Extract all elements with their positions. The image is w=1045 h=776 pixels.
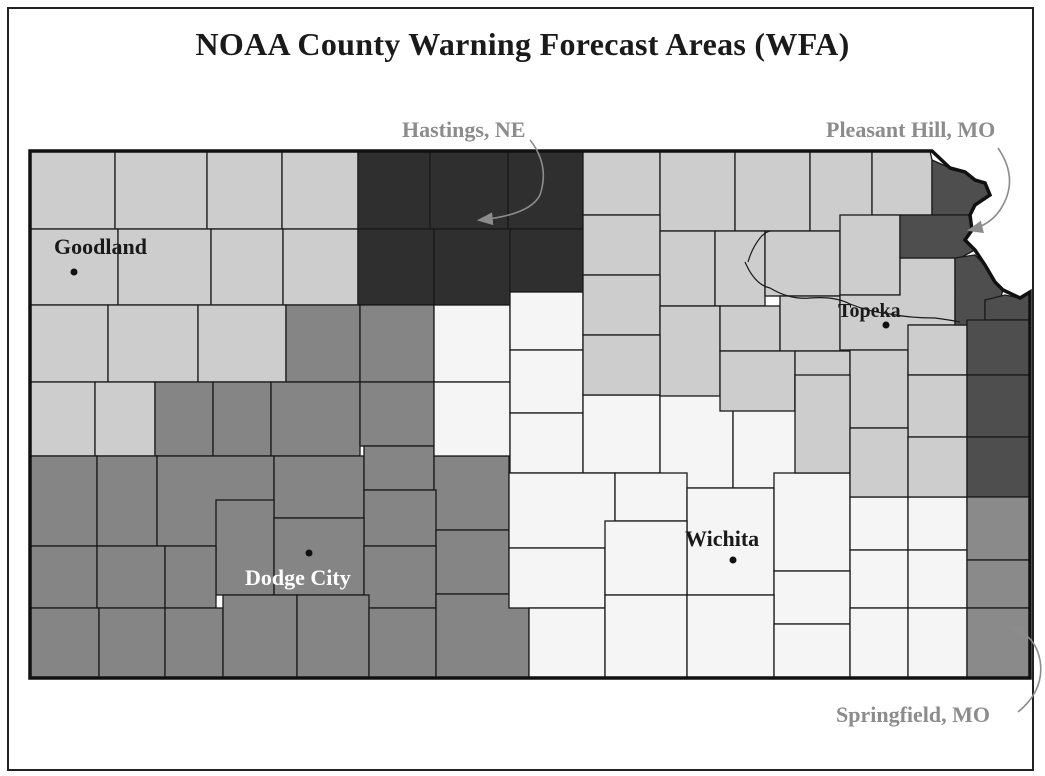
pleasant-hill-callout-arrow xyxy=(966,147,1011,234)
goodland-city-dot xyxy=(70,268,78,276)
topeka-city-dot xyxy=(882,321,890,329)
kansas-river xyxy=(744,230,961,323)
springfield-wfa-region xyxy=(966,496,1031,679)
topeka-wfa-region xyxy=(582,150,968,498)
hastings-label: Hastings, NE xyxy=(402,117,525,142)
topeka-label: Topeka xyxy=(838,300,901,322)
wichita-wfa-region xyxy=(433,291,968,679)
dodge-city-city-dot xyxy=(305,549,313,557)
wichita-label: Wichita xyxy=(685,526,759,551)
springfield-callout-arrow xyxy=(1008,625,1042,713)
kansas-state-border xyxy=(28,149,1032,680)
dodge-city-wfa-region xyxy=(29,304,530,679)
dodge-city-label: Dodge City xyxy=(245,565,351,590)
springfield-label: Springfield, MO xyxy=(836,702,990,727)
map-title: NOAA County Warning Forecast Areas (WFA) xyxy=(195,26,850,62)
goodland-wfa-region xyxy=(29,150,359,457)
wichita-city-dot xyxy=(729,556,737,564)
goodland-label: Goodland xyxy=(54,234,147,259)
hastings-callout-arrow xyxy=(476,139,545,226)
hastings-wfa-region xyxy=(357,150,584,306)
pleasant-hill-label: Pleasant Hill, MO xyxy=(826,117,995,142)
